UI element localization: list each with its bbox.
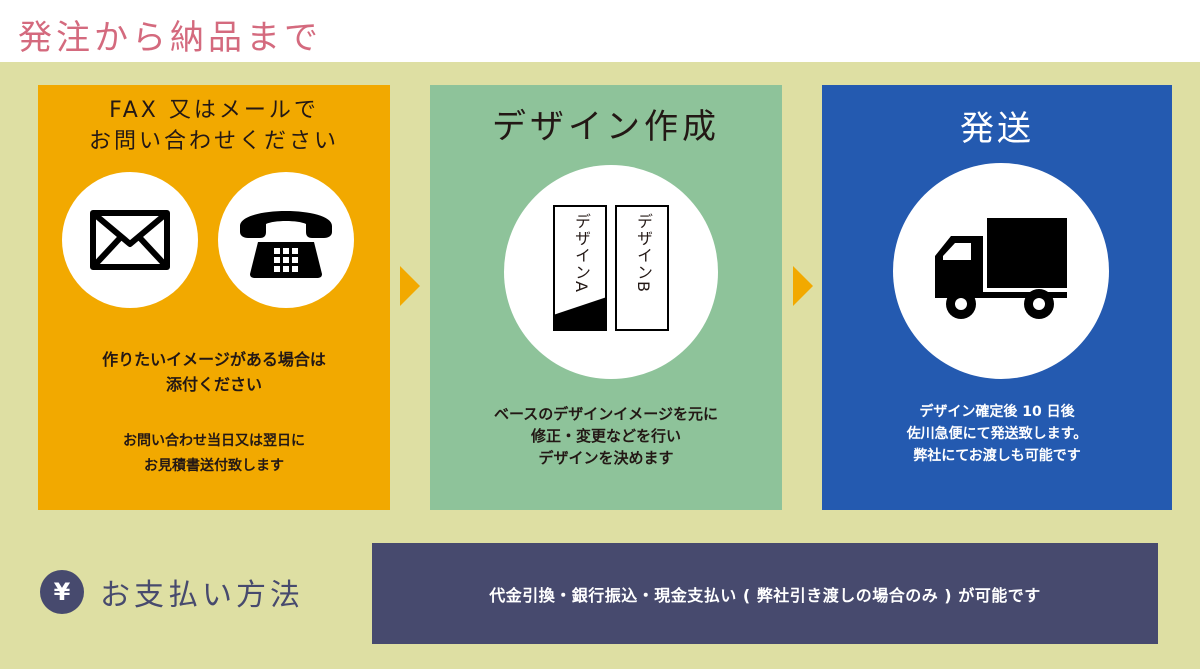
- telephone-circle: [218, 172, 354, 308]
- step-contact-title: FAX 又はメールで お問い合わせください: [38, 95, 390, 157]
- step-design-note: ベースのデザインイメージを元に 修正・変更などを行い デザインを決めます: [430, 403, 782, 469]
- telephone-icon: [240, 211, 332, 278]
- truck-circle: [893, 163, 1109, 379]
- arrow-right-icon: [793, 266, 813, 306]
- payment-text: 代金引換・銀行振込・現金支払い ( 弊社引き渡しの場合のみ ) が可能です: [489, 585, 1041, 605]
- step-design-title: デザイン作成: [492, 107, 720, 147]
- step-contact-title-line2: お問い合わせください: [88, 129, 339, 154]
- step-contact-note2-line1: お問い合わせ当日又は翌日に: [123, 433, 305, 449]
- step-contact-note1: 作りたいイメージがある場合は 添付ください: [38, 347, 390, 397]
- step-shipping-title: 発送: [960, 109, 1034, 149]
- step-contact-note1-line2: 添付ください: [165, 375, 262, 394]
- step-contact-title-line1: FAX 又はメールで: [109, 98, 319, 123]
- delivery-truck-icon: [935, 218, 1067, 319]
- step-design-note-line2: 修正・変更などを行い: [530, 427, 681, 445]
- envelope-icon: [90, 210, 170, 270]
- step-contact-note1-line1: 作りたいイメージがある場合は: [102, 350, 326, 369]
- step-contact-card: FAX 又はメールで お問い合わせください 作りたいイメージがある場合は 添付く…: [38, 85, 390, 510]
- design-circle: デザインA デザインB: [504, 165, 718, 379]
- step-shipping-card: 発送 デザイン確定後 10 日後 佐川急便にて発送致します。 弊社にてお渡しも可…: [822, 85, 1172, 510]
- step-shipping-note: デザイン確定後 10 日後 佐川急便にて発送致します。 弊社にてお渡しも可能です: [822, 401, 1172, 467]
- step-shipping-note-line3: 弊社にてお渡しも可能です: [913, 448, 1081, 464]
- step-contact-note2-line2: お見積書送付致します: [144, 458, 284, 474]
- step-shipping-note-line2: 佐川急便にて発送致します。: [906, 426, 1088, 442]
- step-contact-note2: お問い合わせ当日又は翌日に お見積書送付致します: [38, 429, 390, 479]
- page-title: 発注から納品まで: [18, 18, 322, 58]
- envelope-circle: [62, 172, 198, 308]
- step-design-note-line1: ベースのデザインイメージを元に: [494, 405, 718, 423]
- step-design-card: デザイン作成 デザインA デザインB ベースのデザインイメージを元に 修正・変更…: [430, 85, 782, 510]
- arrow-right-icon: [400, 266, 420, 306]
- design-b-sheet: デザインB: [615, 205, 669, 331]
- step-shipping-note-line1: デザイン確定後 10 日後: [919, 404, 1075, 420]
- payment-box: 代金引換・銀行振込・現金支払い ( 弊社引き渡しの場合のみ ) が可能です: [372, 543, 1158, 644]
- step-design-note-line3: デザインを決めます: [538, 449, 674, 467]
- design-a-sheet: デザインA: [553, 205, 607, 331]
- yen-icon: ¥: [40, 570, 84, 614]
- design-a-label: デザインA: [572, 213, 591, 293]
- payment-label: お支払い方法: [100, 578, 304, 613]
- design-b-label: デザインB: [634, 213, 653, 293]
- design-a-shade-icon: [555, 297, 605, 329]
